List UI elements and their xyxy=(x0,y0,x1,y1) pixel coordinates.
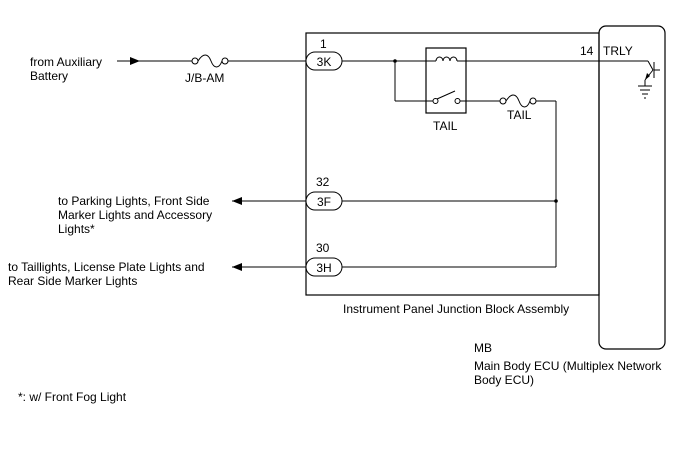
ecu-box xyxy=(598,25,666,350)
ground-icon xyxy=(638,85,652,99)
parking-label-2: Marker Lights and Accessory xyxy=(58,208,212,222)
trly-label: TRLY xyxy=(603,44,633,58)
tail-relay-label: TAIL xyxy=(433,119,458,133)
junction-block-box xyxy=(305,32,600,296)
connector-3h-code: 3H xyxy=(316,261,331,275)
taillight-label-1: to Taillights, License Plate Lights and xyxy=(8,260,205,274)
from-aux-label-1: from Auxiliary xyxy=(30,55,102,69)
from-aux-label-2: Battery xyxy=(30,69,68,83)
input-arrow xyxy=(130,57,140,65)
jb-am-label: J/B-AM xyxy=(185,71,224,85)
relay-switch-icon xyxy=(394,61,500,104)
tail-fuse-label: TAIL xyxy=(507,108,532,122)
tail-fuse-icon xyxy=(499,94,537,108)
trly-pin: 14 xyxy=(580,44,594,58)
ecu-code-label: MB xyxy=(474,341,492,355)
connector-3k-pin: 1 xyxy=(320,37,327,51)
tail-relay-box xyxy=(425,47,467,114)
taillight-label-2: Rear Side Marker Lights xyxy=(8,274,137,288)
parking-label-1: to Parking Lights, Front Side xyxy=(58,194,210,208)
ecu-name-label-1: Main Body ECU (Multiplex Network xyxy=(474,359,662,373)
parking-label-3: Lights* xyxy=(58,222,95,236)
connector-3f-code: 3F xyxy=(317,195,331,209)
ecu-name-label-2: Body ECU) xyxy=(474,373,534,387)
connector-3f-pin: 32 xyxy=(316,175,330,189)
junction-block-label: Instrument Panel Junction Block Assembly xyxy=(343,302,569,316)
trly-transistor-icon xyxy=(644,60,660,86)
connector-3k-code: 3K xyxy=(317,55,332,69)
3f-output-arrow xyxy=(232,197,242,205)
connector-3h-pin: 30 xyxy=(316,241,330,255)
relay-coil-icon xyxy=(426,56,466,62)
footnote: *: w/ Front Fog Light xyxy=(18,390,127,404)
3h-output-arrow xyxy=(232,263,242,271)
jb-am-fuse-icon xyxy=(191,54,229,68)
